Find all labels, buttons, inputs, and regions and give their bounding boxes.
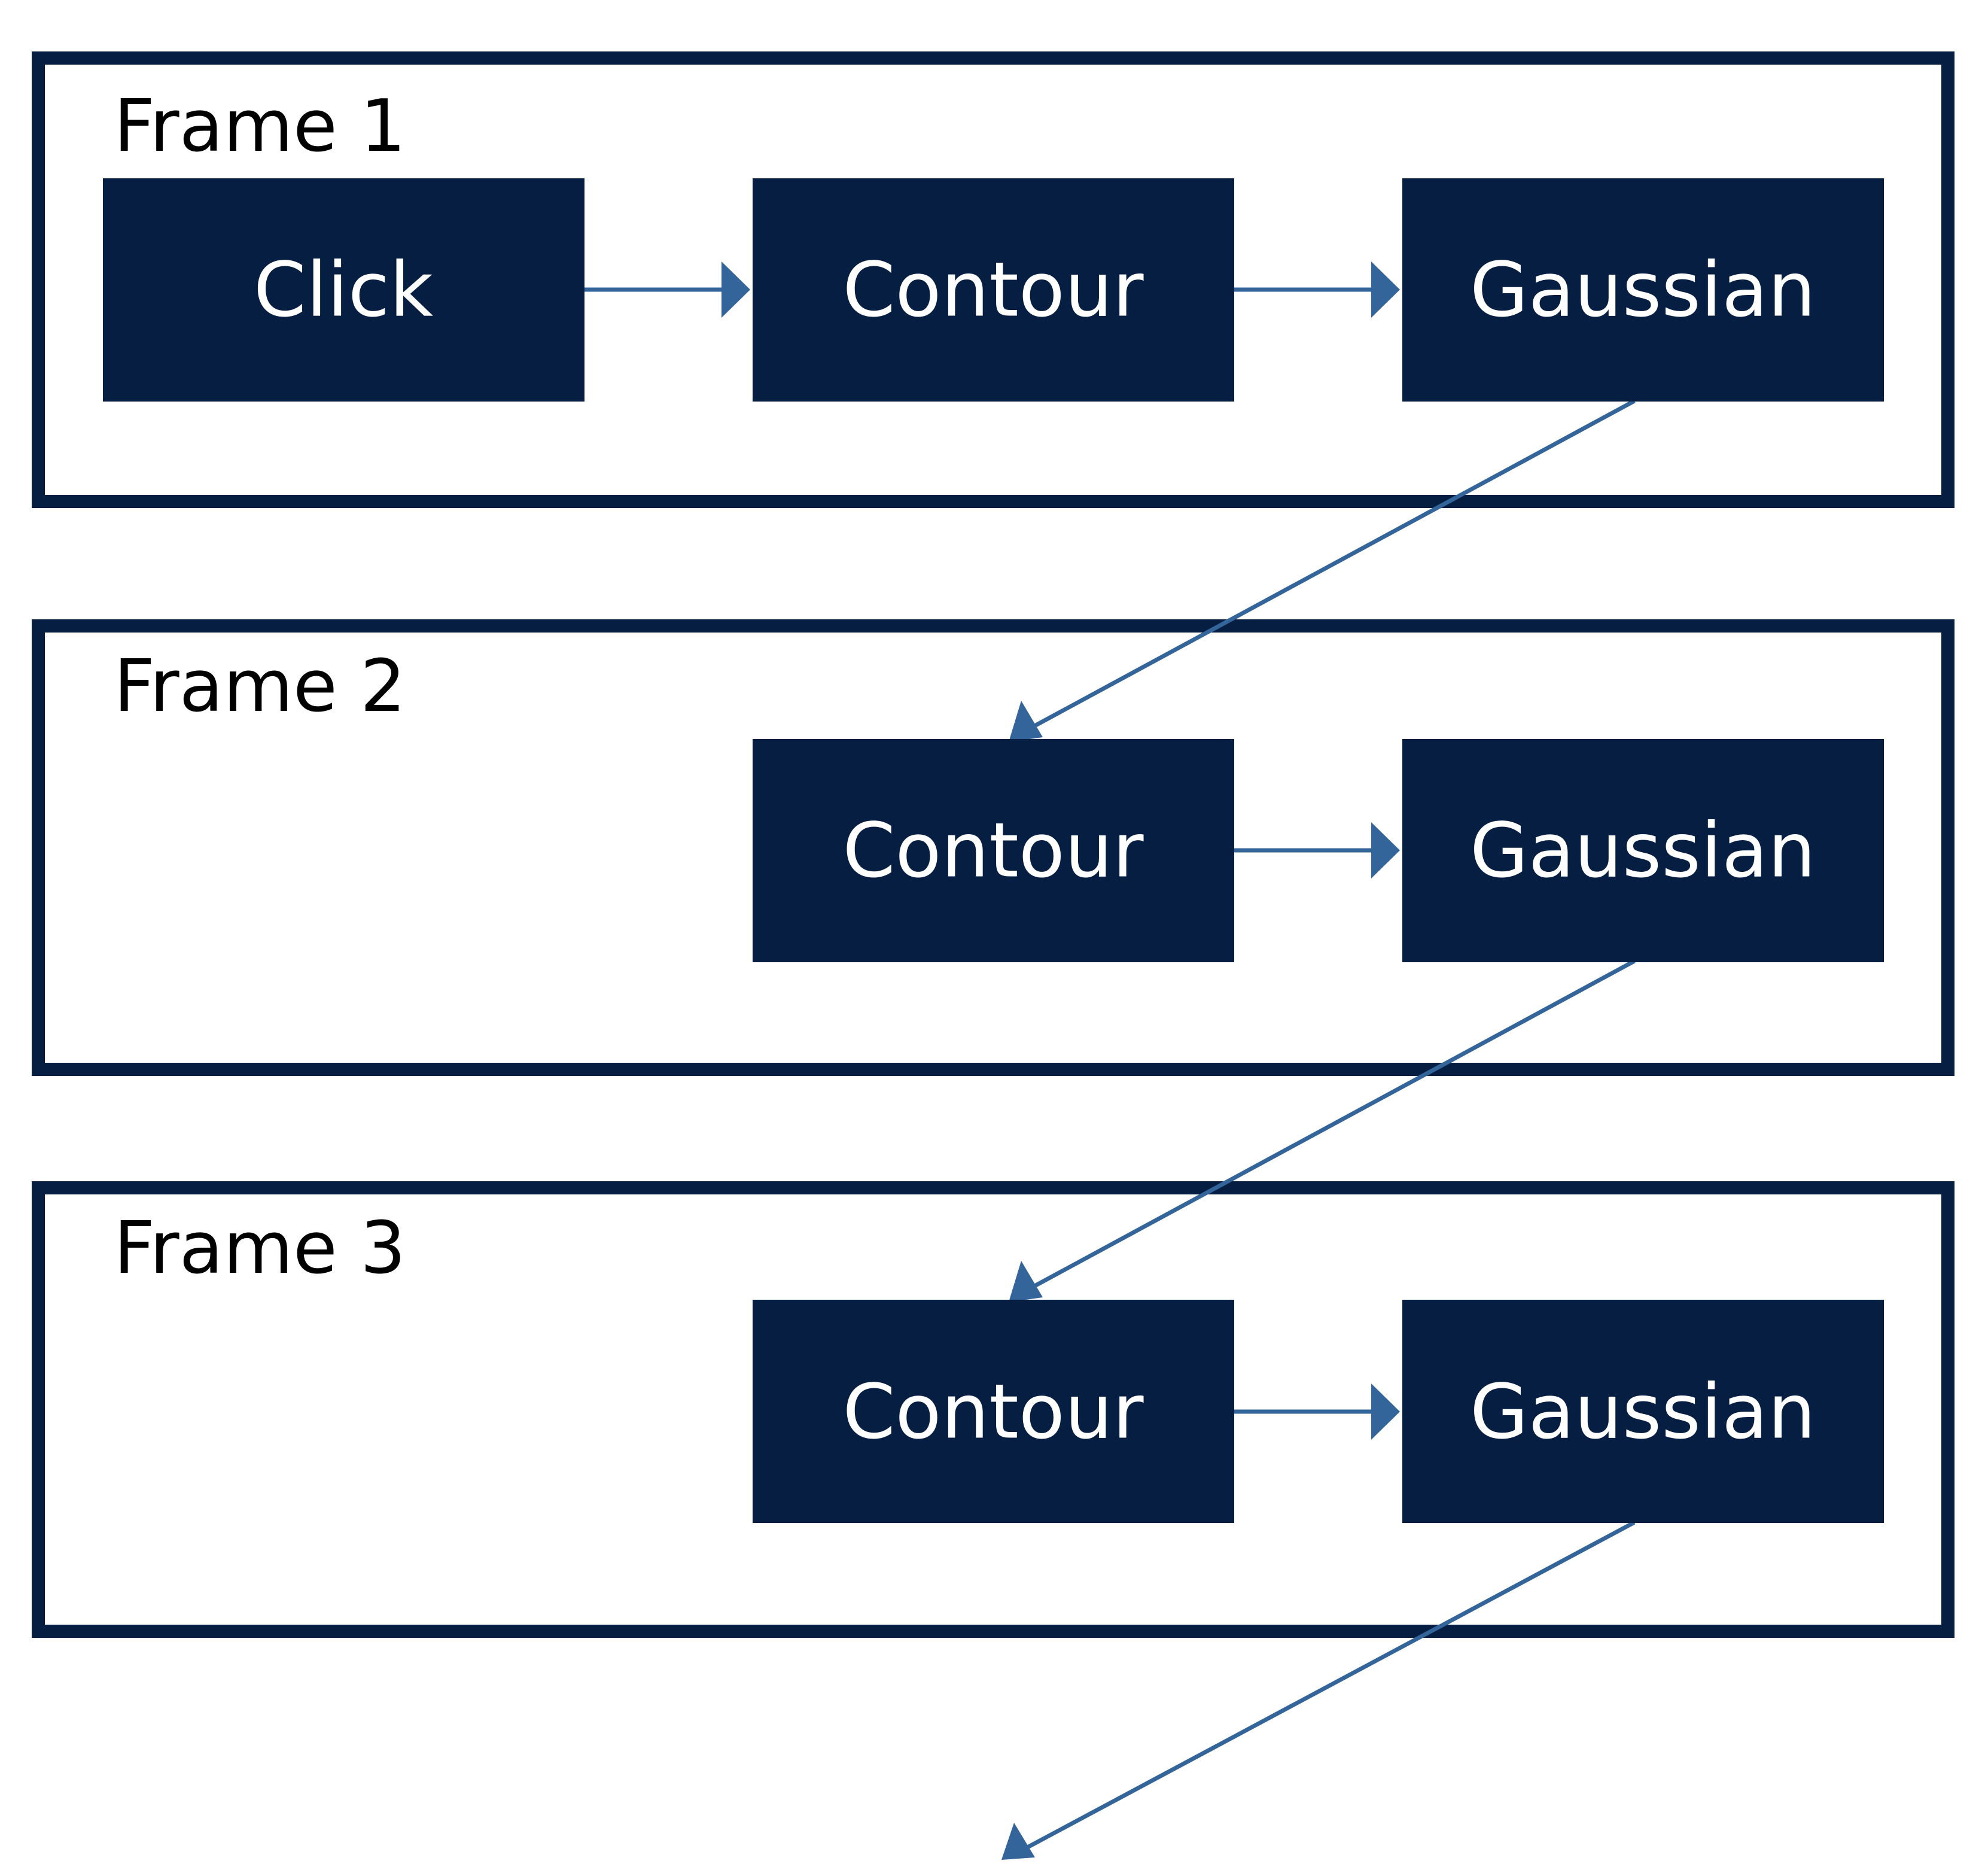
- node-gaussian-label: Gaussian: [1470, 807, 1816, 895]
- frame-2-border: [32, 619, 1954, 1076]
- arrowhead-icon: [1009, 701, 1043, 742]
- node-click-label: Click: [254, 246, 433, 334]
- frame-3-label: Frame 3: [114, 1207, 406, 1290]
- node-gaussian: [1402, 1300, 1884, 1523]
- arrowhead-icon: [721, 262, 750, 318]
- edge-gaussian-to-next-contour: [1029, 399, 1636, 731]
- arrowhead-icon: [1371, 262, 1400, 318]
- arrowhead-icon: [1009, 1261, 1043, 1302]
- node-gaussian-label: Gaussian: [1470, 1368, 1816, 1456]
- frame-3-border: [32, 1181, 1954, 1638]
- edges: [584, 262, 1636, 1860]
- node-contour-label: Contour: [842, 246, 1143, 334]
- arrowhead-icon: [1371, 1384, 1400, 1440]
- frame-2-nodes: Contour Gaussian: [753, 739, 1884, 962]
- node-gaussian: [1402, 178, 1884, 402]
- frame-1-label: Frame 1: [114, 85, 406, 168]
- node-gaussian: [1402, 739, 1884, 962]
- node-contour-label: Contour: [842, 1368, 1143, 1456]
- node-contour: [753, 178, 1234, 402]
- frame-1-border: [32, 51, 1954, 508]
- frame-3-nodes: Contour Gaussian: [753, 1300, 1884, 1523]
- edge-gaussian-to-next-contour: [1029, 959, 1636, 1291]
- frame-2-label: Frame 2: [114, 645, 406, 728]
- frame-1-nodes: Click Contour Gaussian: [103, 178, 1884, 402]
- edge-gaussian-to-next-frame: [1022, 1520, 1636, 1852]
- node-click: [103, 178, 584, 402]
- node-contour: [753, 739, 1234, 962]
- node-contour: [753, 1300, 1234, 1523]
- arrowhead-icon: [1371, 822, 1400, 878]
- arrowhead-icon: [1001, 1823, 1035, 1860]
- node-contour-label: Contour: [842, 807, 1143, 895]
- node-gaussian-label: Gaussian: [1470, 246, 1816, 334]
